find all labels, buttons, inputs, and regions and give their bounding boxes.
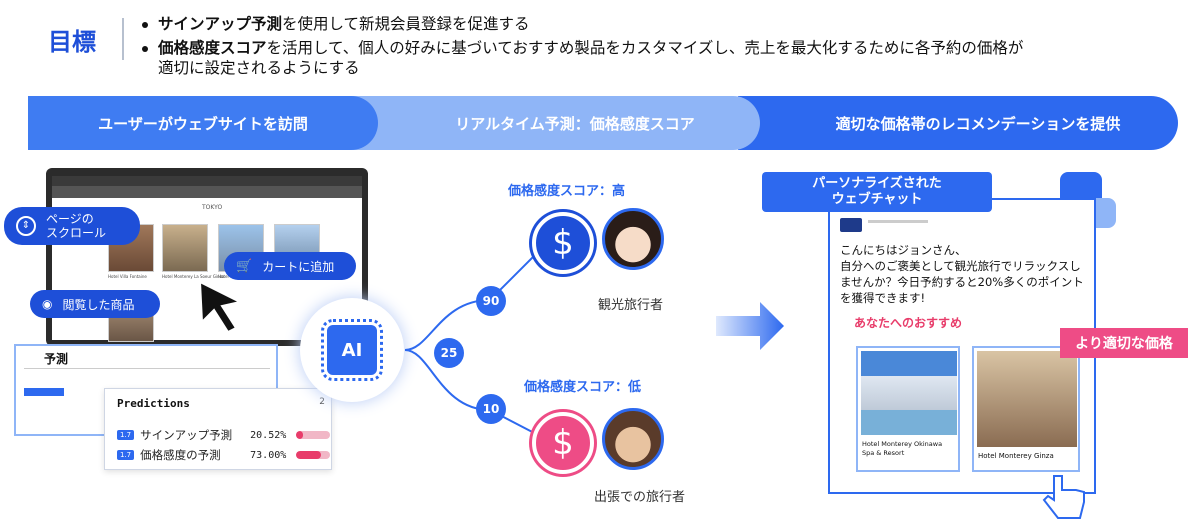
goal-bullet-2: 価格感度スコアを活用して、個人の好みに基づいておすすめ製品をカスタマイズし、売上… [142, 38, 1023, 58]
recommend-hotel-1: Hotel Monterey Okinawa Spa & Resort [862, 440, 943, 457]
chat-message: こんにちはジョンさん、 自分へのご褒美として観光旅行でリラックスしませんか？今日… [840, 242, 1084, 306]
root-score-node: 25 [434, 338, 464, 368]
model-tag: 1.7 [117, 430, 135, 440]
predictions-card: Predictions 2 1.7 サインアップ予測 20.52% 1.7 価格… [104, 388, 332, 470]
low-score-label: 価格感度スコア：低 [524, 380, 642, 395]
bullet2-bold: 価格感度スコア [158, 39, 267, 57]
hotel-photo-1 [861, 351, 957, 435]
goal-label: 目標 [48, 28, 96, 56]
prediction-row: 1.7 価格感度の予測 73.00% [117, 447, 331, 463]
dollar-coin-icon-high: $ [532, 212, 594, 274]
bullet1-bold: サインアップ予測 [158, 15, 283, 33]
panel-progress [24, 388, 64, 396]
business-label: 出張での旅行者 [594, 490, 686, 505]
cart-pill: 🛒 カートに追加 [224, 252, 356, 280]
webchat-window: こんにちはジョンさん、 自分へのご褒美として観光旅行でリラックスしませんか？今日… [828, 198, 1096, 494]
goal-bullet-1: サインアップ予測を使用して新規会員登録を促進する [142, 14, 530, 34]
site-navbar [52, 186, 362, 198]
flow-step-recommend-label: 適切な価格帯のレコメンデーションを提供 [835, 114, 1121, 133]
tourist-label: 観光旅行者 [598, 298, 664, 313]
hotel-photo-2 [977, 351, 1077, 447]
browser-tabbar [52, 176, 362, 186]
prediction-bar-fill [296, 431, 304, 439]
panel-rule [24, 368, 270, 369]
eye-icon: ◉ [42, 297, 53, 311]
prediction-panel-title: 予測 [44, 352, 69, 366]
flow-step-predict: リアルタイム予測：価格感度スコア [350, 96, 760, 150]
model-tag: 1.7 [117, 450, 135, 460]
process-flow: ユーザーがウェブサイトを訪問 リアルタイム予測：価格感度スコア 適切な価格帯のレ… [28, 96, 1178, 150]
flow-step-visit: ユーザーがウェブサイトを訪問 [28, 96, 378, 150]
hotel-caption-2: Hotel Monterey La Soeur Ginza [162, 274, 225, 279]
prediction-bar [296, 431, 331, 439]
business-traveler-avatar [602, 408, 664, 470]
webchat-header-label: パーソナライズされた ウェブチャット [812, 176, 942, 207]
chat-body: 自分へのご褒美として観光旅行でリラックスしませんか？今日予約すると20%多くのポ… [840, 259, 1084, 305]
flow-step-recommend: 適切な価格帯のレコメンデーションを提供 [738, 96, 1178, 150]
recommend-card-2[interactable]: Hotel Monterey Ginza [972, 346, 1080, 472]
viewed-pill: ◉ 閲覧した商品 [30, 290, 160, 318]
prediction-row: 1.7 サインアップ予測 20.52% [117, 427, 331, 443]
chat-greeting: こんにちはジョンさん、 [840, 243, 967, 257]
prediction-label: 価格感度の予測 [140, 448, 221, 462]
tourist-avatar [602, 208, 664, 270]
hotel-thumb-2[interactable] [162, 224, 208, 272]
pointer-hand-icon [1042, 475, 1085, 519]
ai-chip-icon: AI [321, 319, 383, 381]
arrow-right-icon [716, 302, 784, 350]
prediction-value: 73.00% [250, 449, 287, 461]
high-score-node: 90 [476, 286, 506, 316]
chevron-updown-icon: ⇕ [16, 216, 36, 236]
city-heading: TOKYO [202, 204, 223, 211]
scroll-pill: ⇕ ページの スクロール [4, 207, 140, 245]
chat-line [868, 220, 928, 223]
header-divider [122, 18, 124, 60]
high-score-label: 価格感度スコア：高 [508, 184, 626, 199]
predictions-card-badge: 2 [319, 397, 325, 407]
recommend-hotel-2: Hotel Monterey Ginza [978, 452, 1054, 460]
better-price-tag: より適切な価格 [1060, 328, 1188, 358]
hotel-logo [840, 218, 862, 232]
flow-step-predict-label: リアルタイム予測：価格感度スコア [455, 114, 695, 133]
recommend-heading: あなたへのおすすめ [854, 316, 963, 330]
prediction-label: サインアップ予測 [140, 428, 233, 442]
scroll-pill-label: ページの スクロール [46, 212, 107, 240]
webchat-header: パーソナライズされた ウェブチャット [762, 172, 992, 212]
cart-icon: 🛒 [236, 258, 253, 274]
cart-pill-label: カートに追加 [262, 259, 335, 274]
recommend-card-1[interactable]: Hotel Monterey Okinawa Spa & Resort [856, 346, 960, 472]
hotel-caption-1: Hotel Villa Fontaine [108, 274, 147, 279]
bullet2-line2: 適切に設定されるようにする [158, 59, 360, 77]
viewed-pill-label: 閲覧した商品 [62, 297, 135, 312]
cursor-icon [198, 280, 243, 334]
predictions-card-title: Predictions [117, 397, 190, 410]
low-score-node: 10 [476, 394, 506, 424]
prediction-bar [296, 451, 331, 459]
prediction-bar-fill [296, 451, 321, 459]
prediction-value: 20.52% [250, 429, 287, 441]
dollar-coin-icon-low: $ [532, 412, 594, 474]
ai-circle: AI [300, 298, 404, 402]
bullet2-text: を活用して、個人の好みに基づいておすすめ製品をカスタマイズし、売上を最大化するた… [266, 39, 1024, 57]
bullet1-text: を使用して新規会員登録を促進する [282, 15, 530, 33]
